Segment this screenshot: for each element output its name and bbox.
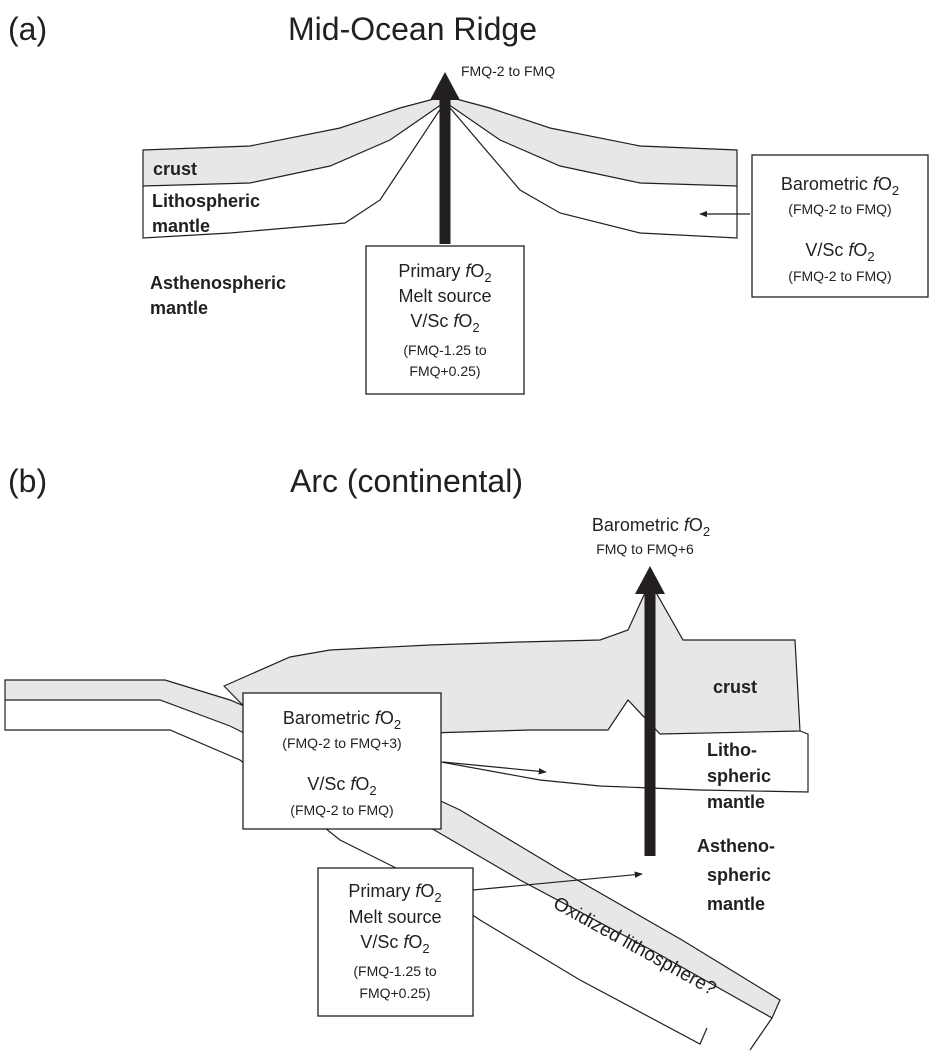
- arc-upper-pointer-arrow: [442, 761, 547, 775]
- panel-b-tag: (b): [8, 463, 47, 499]
- ridge-center-line1: Primary fO2: [398, 261, 491, 285]
- arc-lower-line1: Primary fO2: [348, 881, 441, 905]
- arc-upper-line2: (FMQ-2 to FMQ+3): [282, 735, 401, 751]
- arc-arrow-label-2: FMQ to FMQ+6: [596, 541, 694, 557]
- ridge-right-line1: Barometric fO2: [781, 174, 899, 198]
- arc-arrow-label-1: Barometric fO2: [592, 515, 710, 539]
- arc-litho-label-2: spheric: [707, 766, 771, 786]
- arc-astheno-label-3: mantle: [707, 894, 765, 914]
- arc-upper-line3: V/Sc fO2: [307, 774, 376, 798]
- arc-astheno-label-1: Astheno-: [697, 836, 775, 856]
- ridge-litho-label-1: Lithospheric: [152, 191, 260, 211]
- ridge-crust-label: crust: [153, 159, 197, 179]
- arc-litho-label-1: Litho-: [707, 740, 757, 760]
- arc-upper-line4: (FMQ-2 to FMQ): [290, 802, 393, 818]
- arc-crust-label: crust: [713, 677, 757, 697]
- ridge-center-line2: Melt source: [398, 286, 491, 306]
- arc-upper-box: [242, 692, 442, 830]
- ridge-center-line5: FMQ+0.25): [409, 363, 480, 379]
- ridge-center-box: [365, 245, 525, 395]
- slab-label: Oxidized lithosphere?: [550, 893, 720, 1000]
- arc-upper-line1: Barometric fO2: [283, 708, 401, 732]
- ridge-right-box: [751, 154, 929, 298]
- panel-b: (b) Arc (continental) Barometric fO2 FMQ…: [4, 463, 809, 1051]
- panel-a-tag: (a): [8, 11, 47, 47]
- ridge-litho-label-2: mantle: [152, 216, 210, 236]
- ridge-center-line3: V/Sc fO2: [410, 311, 479, 335]
- arc-lower-line2: Melt source: [348, 907, 441, 927]
- panel-a-title: Mid-Ocean Ridge: [288, 11, 537, 47]
- slab-end-edge: [749, 1017, 773, 1051]
- panel-b-title: Arc (continental): [290, 463, 523, 499]
- arc-lower-line4: (FMQ-1.25 to: [353, 963, 436, 979]
- ridge-arrow-label: FMQ-2 to FMQ: [461, 63, 555, 79]
- arc-litho-label-3: mantle: [707, 792, 765, 812]
- arc-lower-box: [317, 867, 474, 1017]
- arc-lower-line3: V/Sc fO2: [360, 932, 429, 956]
- arc-melt-arrowhead-icon: [635, 566, 665, 594]
- slab-lower-boundary: [4, 700, 708, 1045]
- ridge-center-line4: (FMQ-1.25 to: [403, 342, 486, 358]
- ridge-astheno-label-1: Asthenospheric: [150, 273, 286, 293]
- arc-lower-line5: FMQ+0.25): [359, 985, 430, 1001]
- ridge-right-line3: V/Sc fO2: [805, 240, 874, 264]
- arc-lower-pointer-arrow: [472, 871, 643, 891]
- ridge-melt-arrowhead-icon: [430, 72, 460, 100]
- ridge-astheno-label-2: mantle: [150, 298, 208, 318]
- panel-a: (a) Mid-Ocean Ridge FMQ-2 to FMQ crust L…: [8, 11, 929, 395]
- arc-astheno-label-2: spheric: [707, 865, 771, 885]
- ridge-right-line2: (FMQ-2 to FMQ): [788, 201, 891, 217]
- ridge-right-line4: (FMQ-2 to FMQ): [788, 268, 891, 284]
